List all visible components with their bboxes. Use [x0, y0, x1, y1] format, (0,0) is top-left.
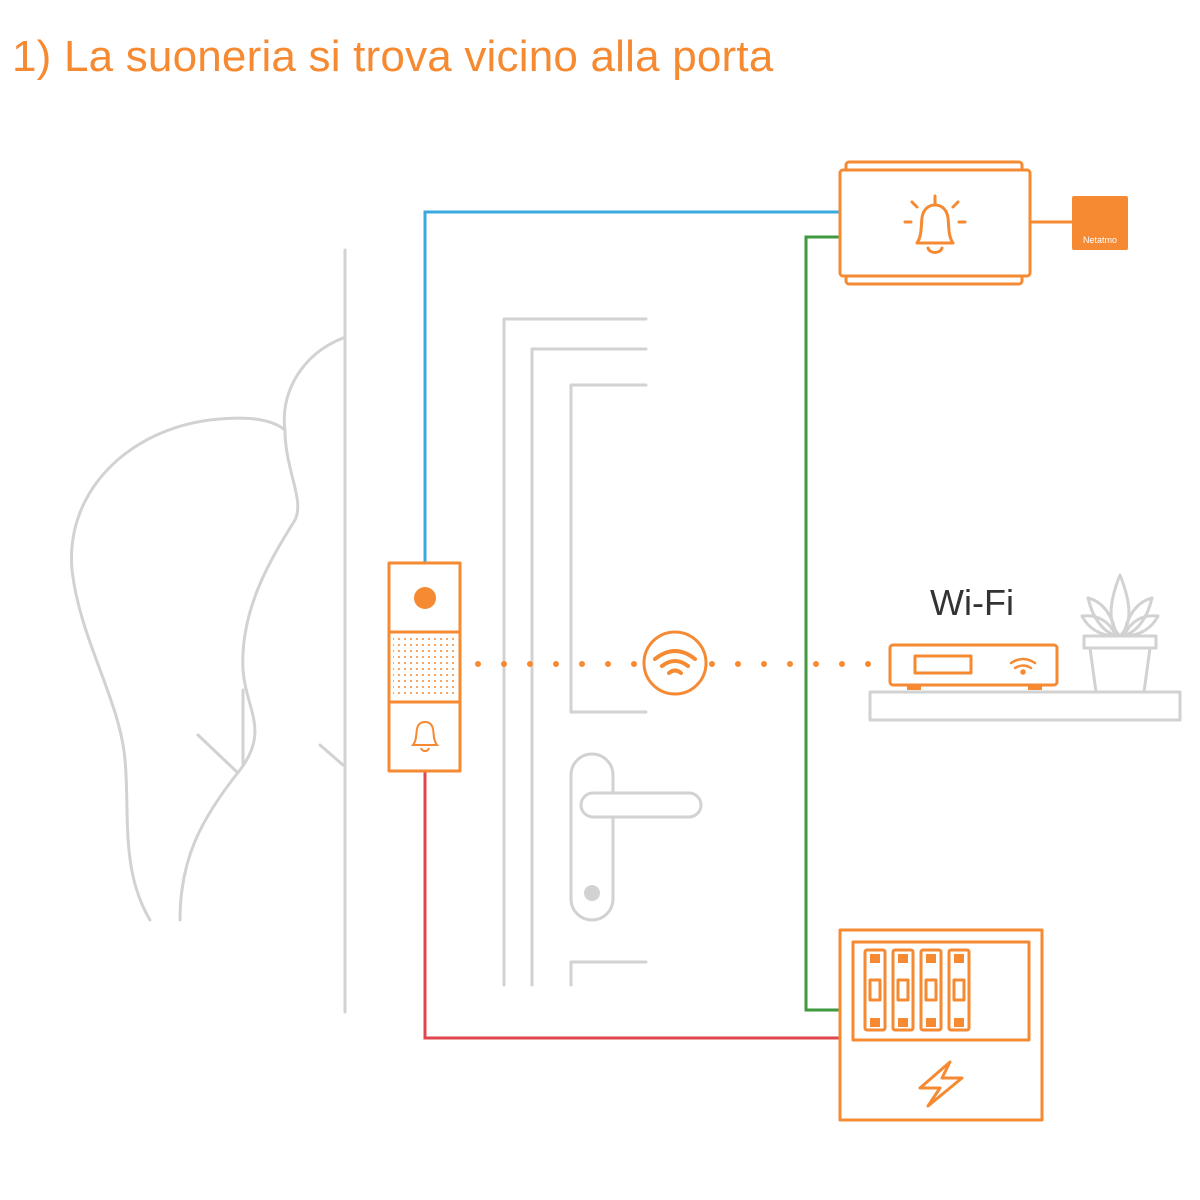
lightning-bolt-icon	[918, 1060, 964, 1108]
speaker-grille	[393, 636, 456, 698]
router-icon	[888, 643, 1059, 690]
doorbell-device	[387, 561, 462, 773]
plant-icon	[1080, 573, 1160, 694]
wifi-icon	[653, 649, 697, 675]
red-wire	[423, 771, 840, 1040]
electrical-panel	[838, 928, 1044, 1122]
circuit-breaker-icon	[863, 948, 971, 1032]
bell-ringing-icon	[903, 194, 967, 254]
wifi-label: Wi-Fi	[930, 582, 1014, 623]
bush-illustration	[70, 336, 345, 922]
page-title: 1) La suoneria si trova vicino alla port…	[12, 32, 774, 81]
blue-wire	[423, 210, 840, 563]
chime-brand-label: Netatmo	[1083, 235, 1117, 245]
chime-unit: Netatmo	[838, 160, 1128, 286]
chime-module	[1072, 196, 1128, 250]
shelf	[868, 690, 1182, 722]
camera-lens	[414, 587, 436, 609]
wireless-link	[475, 630, 883, 696]
door-handle	[569, 752, 703, 922]
bell-icon	[410, 720, 440, 752]
door-frame	[502, 317, 648, 987]
green-wire	[804, 235, 840, 1012]
